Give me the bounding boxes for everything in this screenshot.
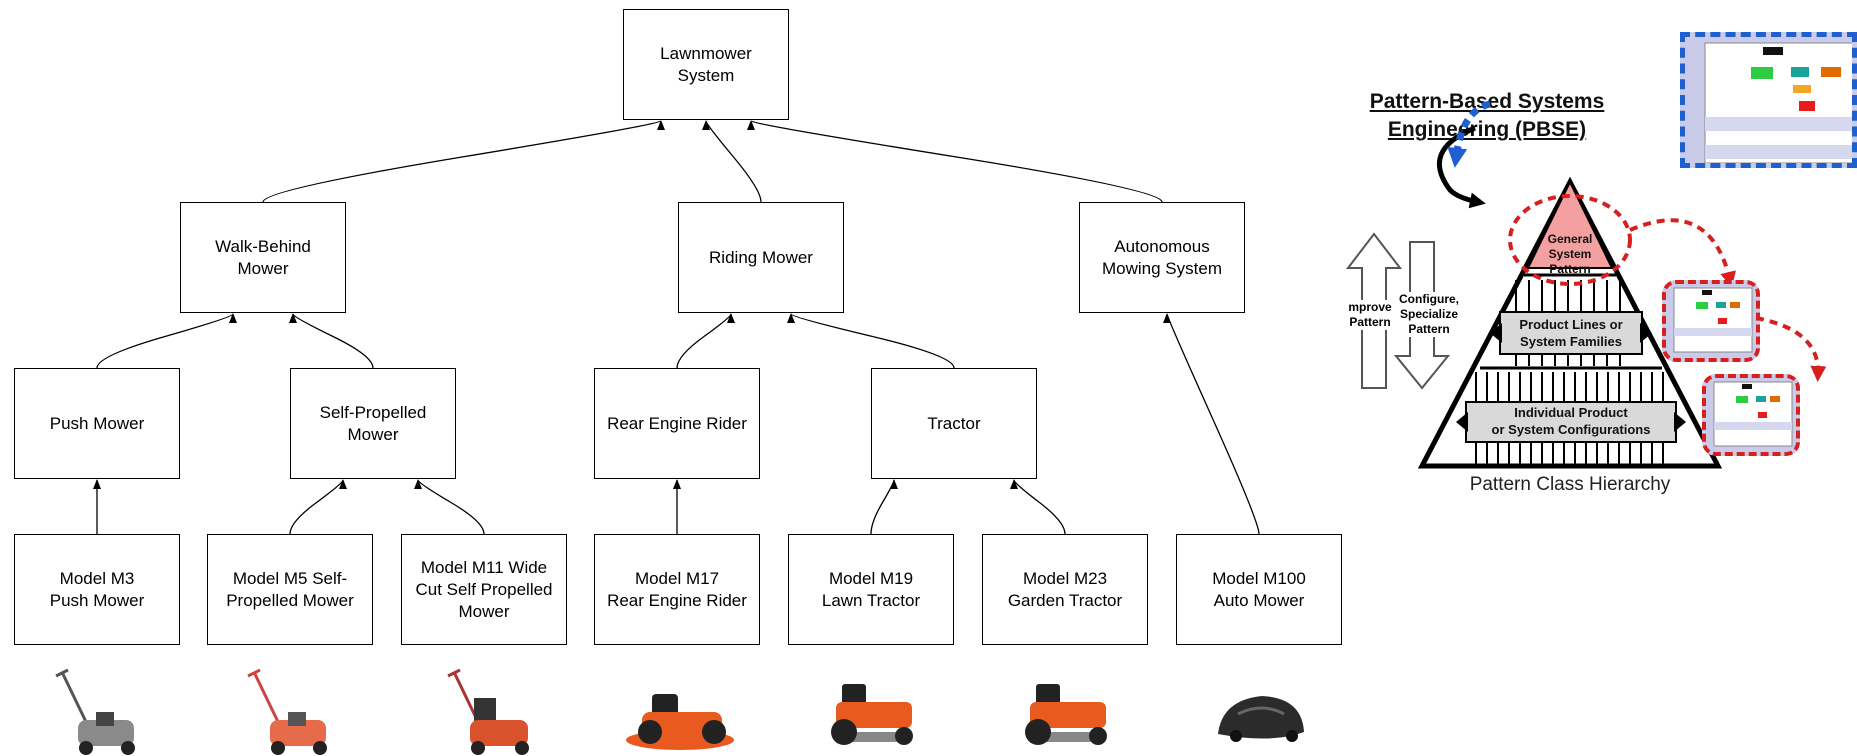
edge-m11-to-self_propelled bbox=[414, 479, 485, 535]
push-mower-m5-image bbox=[247, 668, 327, 755]
pyramid-bottom-label: Individual Product or System Configurati… bbox=[1491, 405, 1651, 437]
node-model-m100: Model M100 Auto Mower bbox=[1176, 534, 1342, 645]
node-model-m19: Model M19 Lawn Tractor bbox=[788, 534, 954, 645]
configure-pattern-label: Configure, Specialize Pattern bbox=[1394, 292, 1464, 337]
node-push-mower: Push Mower bbox=[14, 368, 180, 479]
product-line-thumbnail bbox=[1662, 280, 1760, 362]
red-dashed-arrow-2 bbox=[1755, 316, 1827, 382]
node-model-m11: Model M11 Wide Cut Self Propelled Mower bbox=[401, 534, 567, 645]
edge-autonomous-to-root bbox=[747, 120, 1163, 203]
node-rear-engine-rider: Rear Engine Rider bbox=[594, 368, 760, 479]
pbse-title: Pattern-Based Systems Engineering (PBSE) bbox=[1369, 90, 1605, 141]
node-self-propelled-mower: Self-Propelled Mower bbox=[290, 368, 456, 479]
node-model-m3: Model M3 Push Mower bbox=[14, 534, 180, 645]
edge-push-to-walk_behind bbox=[96, 313, 237, 369]
title-arrow bbox=[1437, 125, 1486, 209]
rear-engine-rider-m17-image bbox=[626, 694, 734, 750]
node-riding-mower: Riding Mower bbox=[678, 202, 844, 313]
node-model-m5: Model M5 Self- Propelled Mower bbox=[207, 534, 373, 645]
edge-m5-to-self_propelled bbox=[289, 479, 347, 535]
edge-m23-to-tractor bbox=[1010, 479, 1066, 535]
pyramid-top-fill bbox=[1526, 179, 1614, 269]
garden-tractor-m23-image bbox=[1025, 684, 1107, 745]
node-model-m23: Model M23 Garden Tractor bbox=[982, 534, 1148, 645]
general-pattern-thumbnail bbox=[1680, 32, 1857, 168]
pyramid-caption: Pattern Class Hierarchy bbox=[1469, 474, 1671, 495]
pyramid-top-label: General System Pattern bbox=[1547, 232, 1593, 276]
edge-walk_behind-to-root bbox=[262, 120, 665, 203]
edge-m19-to-tractor bbox=[870, 479, 898, 535]
bottom-level-box bbox=[1465, 401, 1677, 443]
edge-m100-to-autonomous bbox=[1163, 313, 1260, 535]
node-model-m17: Model M17 Rear Engine Rider bbox=[594, 534, 760, 645]
push-mower-m11-image bbox=[447, 668, 529, 755]
pyramid-middle-label: Product Lines or System Families bbox=[1519, 317, 1623, 349]
push-mower-m3-image bbox=[55, 668, 135, 755]
edge-tractor-to-riding bbox=[787, 313, 955, 369]
robot-mower-m100-image bbox=[1218, 696, 1304, 742]
blue-dashed-arrow bbox=[1447, 100, 1491, 168]
product-config-thumbnail bbox=[1702, 374, 1800, 456]
red-dashed-arrow-1 bbox=[1629, 218, 1736, 288]
edge-riding-to-root bbox=[702, 120, 762, 203]
edge-self_propelled-to-walk_behind bbox=[289, 313, 374, 369]
node-autonomous-mowing-system: Autonomous Mowing System bbox=[1079, 202, 1245, 313]
top-highlight-ellipse bbox=[1508, 194, 1632, 286]
node-lawnmower-system: Lawnmower System bbox=[623, 9, 789, 120]
edge-rear_engine-to-riding bbox=[676, 313, 735, 369]
lawn-tractor-m19-image bbox=[831, 684, 913, 745]
improve-pattern-label: mprove Pattern bbox=[1346, 300, 1394, 330]
node-tractor: Tractor bbox=[871, 368, 1037, 479]
node-walk-behind-mower: Walk-Behind Mower bbox=[180, 202, 346, 313]
